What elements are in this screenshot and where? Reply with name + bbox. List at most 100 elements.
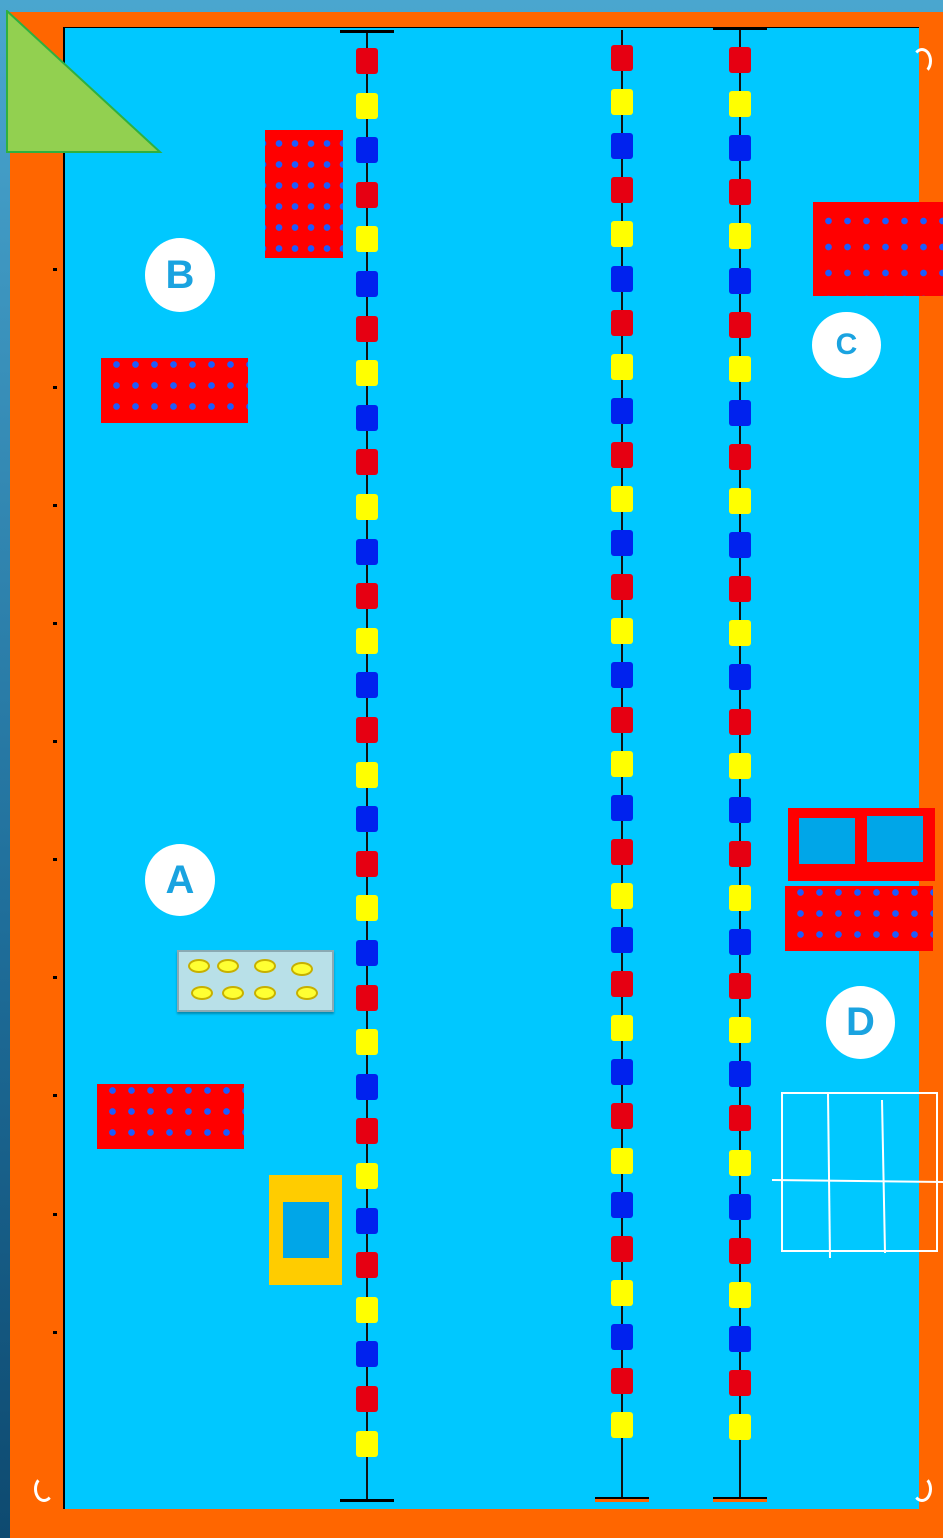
lane-float-blue [611,662,633,688]
lane-float-yellow [611,1280,633,1306]
lane-float-red [611,1368,633,1394]
lane-float-red [729,709,751,735]
lane-float-yellow [729,223,751,249]
mat-dots [265,130,343,258]
lane-float-yellow [356,226,378,252]
edge-tick [53,1094,57,1097]
lane-float-yellow [611,354,633,380]
label-d: D [826,986,895,1059]
lane-float-blue [729,268,751,294]
lane-float-blue [611,795,633,821]
lane-float-blue [729,664,751,690]
lane-float-yellow [611,89,633,115]
edge-tick [53,1213,57,1216]
lane-float-blue [729,1061,751,1087]
lane-float-blue [729,532,751,558]
lane-float-red [611,839,633,865]
lane-float-red [729,576,751,602]
lane-rope-anchor-bottom [340,1499,394,1502]
yellow-box-inner [283,1202,329,1258]
lane-float-yellow [356,360,378,386]
kickboard-mat [101,358,248,423]
lane-float-yellow [729,1150,751,1176]
lane-float-blue [729,135,751,161]
mat-dots [101,358,248,423]
mat-dots [785,886,933,951]
yellow-box [269,1175,342,1285]
red-frame-panel [788,808,935,881]
lane-float-red [611,971,633,997]
white-grid [772,1090,943,1262]
lane-float-yellow [611,1412,633,1438]
lane-float-yellow [611,883,633,909]
lane-float-red [729,179,751,205]
ball-icon [254,959,276,973]
lane-float-yellow [729,488,751,514]
lane-float-yellow [356,1297,378,1323]
label-a: A [145,844,215,916]
kickboard-mat [97,1084,244,1149]
mat-dots [813,202,943,296]
lane-float-blue [356,405,378,431]
lane-float-blue [356,1074,378,1100]
ball-icon [222,986,244,1000]
edge-tick [53,622,57,625]
lane-float-yellow [356,762,378,788]
lane-float-yellow [729,620,751,646]
lane-float-red [611,45,633,71]
ball-icon [291,962,313,976]
lane-float-yellow [729,753,751,779]
lane-float-red [729,1105,751,1131]
kickboard-mat [813,202,943,296]
lane-float-red [729,47,751,73]
lane-float-yellow [611,1015,633,1041]
lane-float-blue [611,1192,633,1218]
lane-float-red [611,310,633,336]
lane-float-blue [356,940,378,966]
lane-float-yellow [611,618,633,644]
lane-float-yellow [356,1163,378,1189]
ball-icon [191,986,213,1000]
lane-float-blue [356,806,378,832]
ball-icon [217,959,239,973]
frame-pane [799,818,855,864]
lane-float-red [356,985,378,1011]
label-c: C [812,312,881,378]
lane-rope-1 [354,30,380,1502]
lane-float-red [729,312,751,338]
lane-float-yellow [729,1282,751,1308]
lane-float-red [611,574,633,600]
lane-rope-3 [727,27,753,1502]
corner-triangle-marker [6,10,166,160]
lane-float-blue [611,530,633,556]
lane-float-yellow [611,486,633,512]
edge-tick [53,386,57,389]
lane-float-red [611,1103,633,1129]
lane-float-yellow [356,93,378,119]
lane-float-blue [729,400,751,426]
mat-dots [97,1084,244,1149]
lane-float-yellow [356,895,378,921]
edge-tick [53,976,57,979]
lane-float-blue [356,1208,378,1234]
lane-float-blue [356,271,378,297]
ball-icon [254,986,276,1000]
corner-hook-icon [912,1476,932,1502]
lane-float-blue [611,398,633,424]
lane-float-blue [356,1341,378,1367]
edge-tick [53,504,57,507]
lane-float-blue [356,137,378,163]
lane-float-red [356,48,378,74]
lane-rope-2 [609,30,635,1502]
lane-float-red [356,182,378,208]
lane-float-red [356,583,378,609]
lane-float-red [729,1238,751,1264]
lane-float-yellow [729,356,751,382]
lane-float-yellow [356,628,378,654]
lane-float-red [611,707,633,733]
lane-float-yellow [611,1148,633,1174]
lane-float-blue [611,1059,633,1085]
lane-float-yellow [356,494,378,520]
lane-float-blue [729,929,751,955]
lane-float-red [356,1386,378,1412]
